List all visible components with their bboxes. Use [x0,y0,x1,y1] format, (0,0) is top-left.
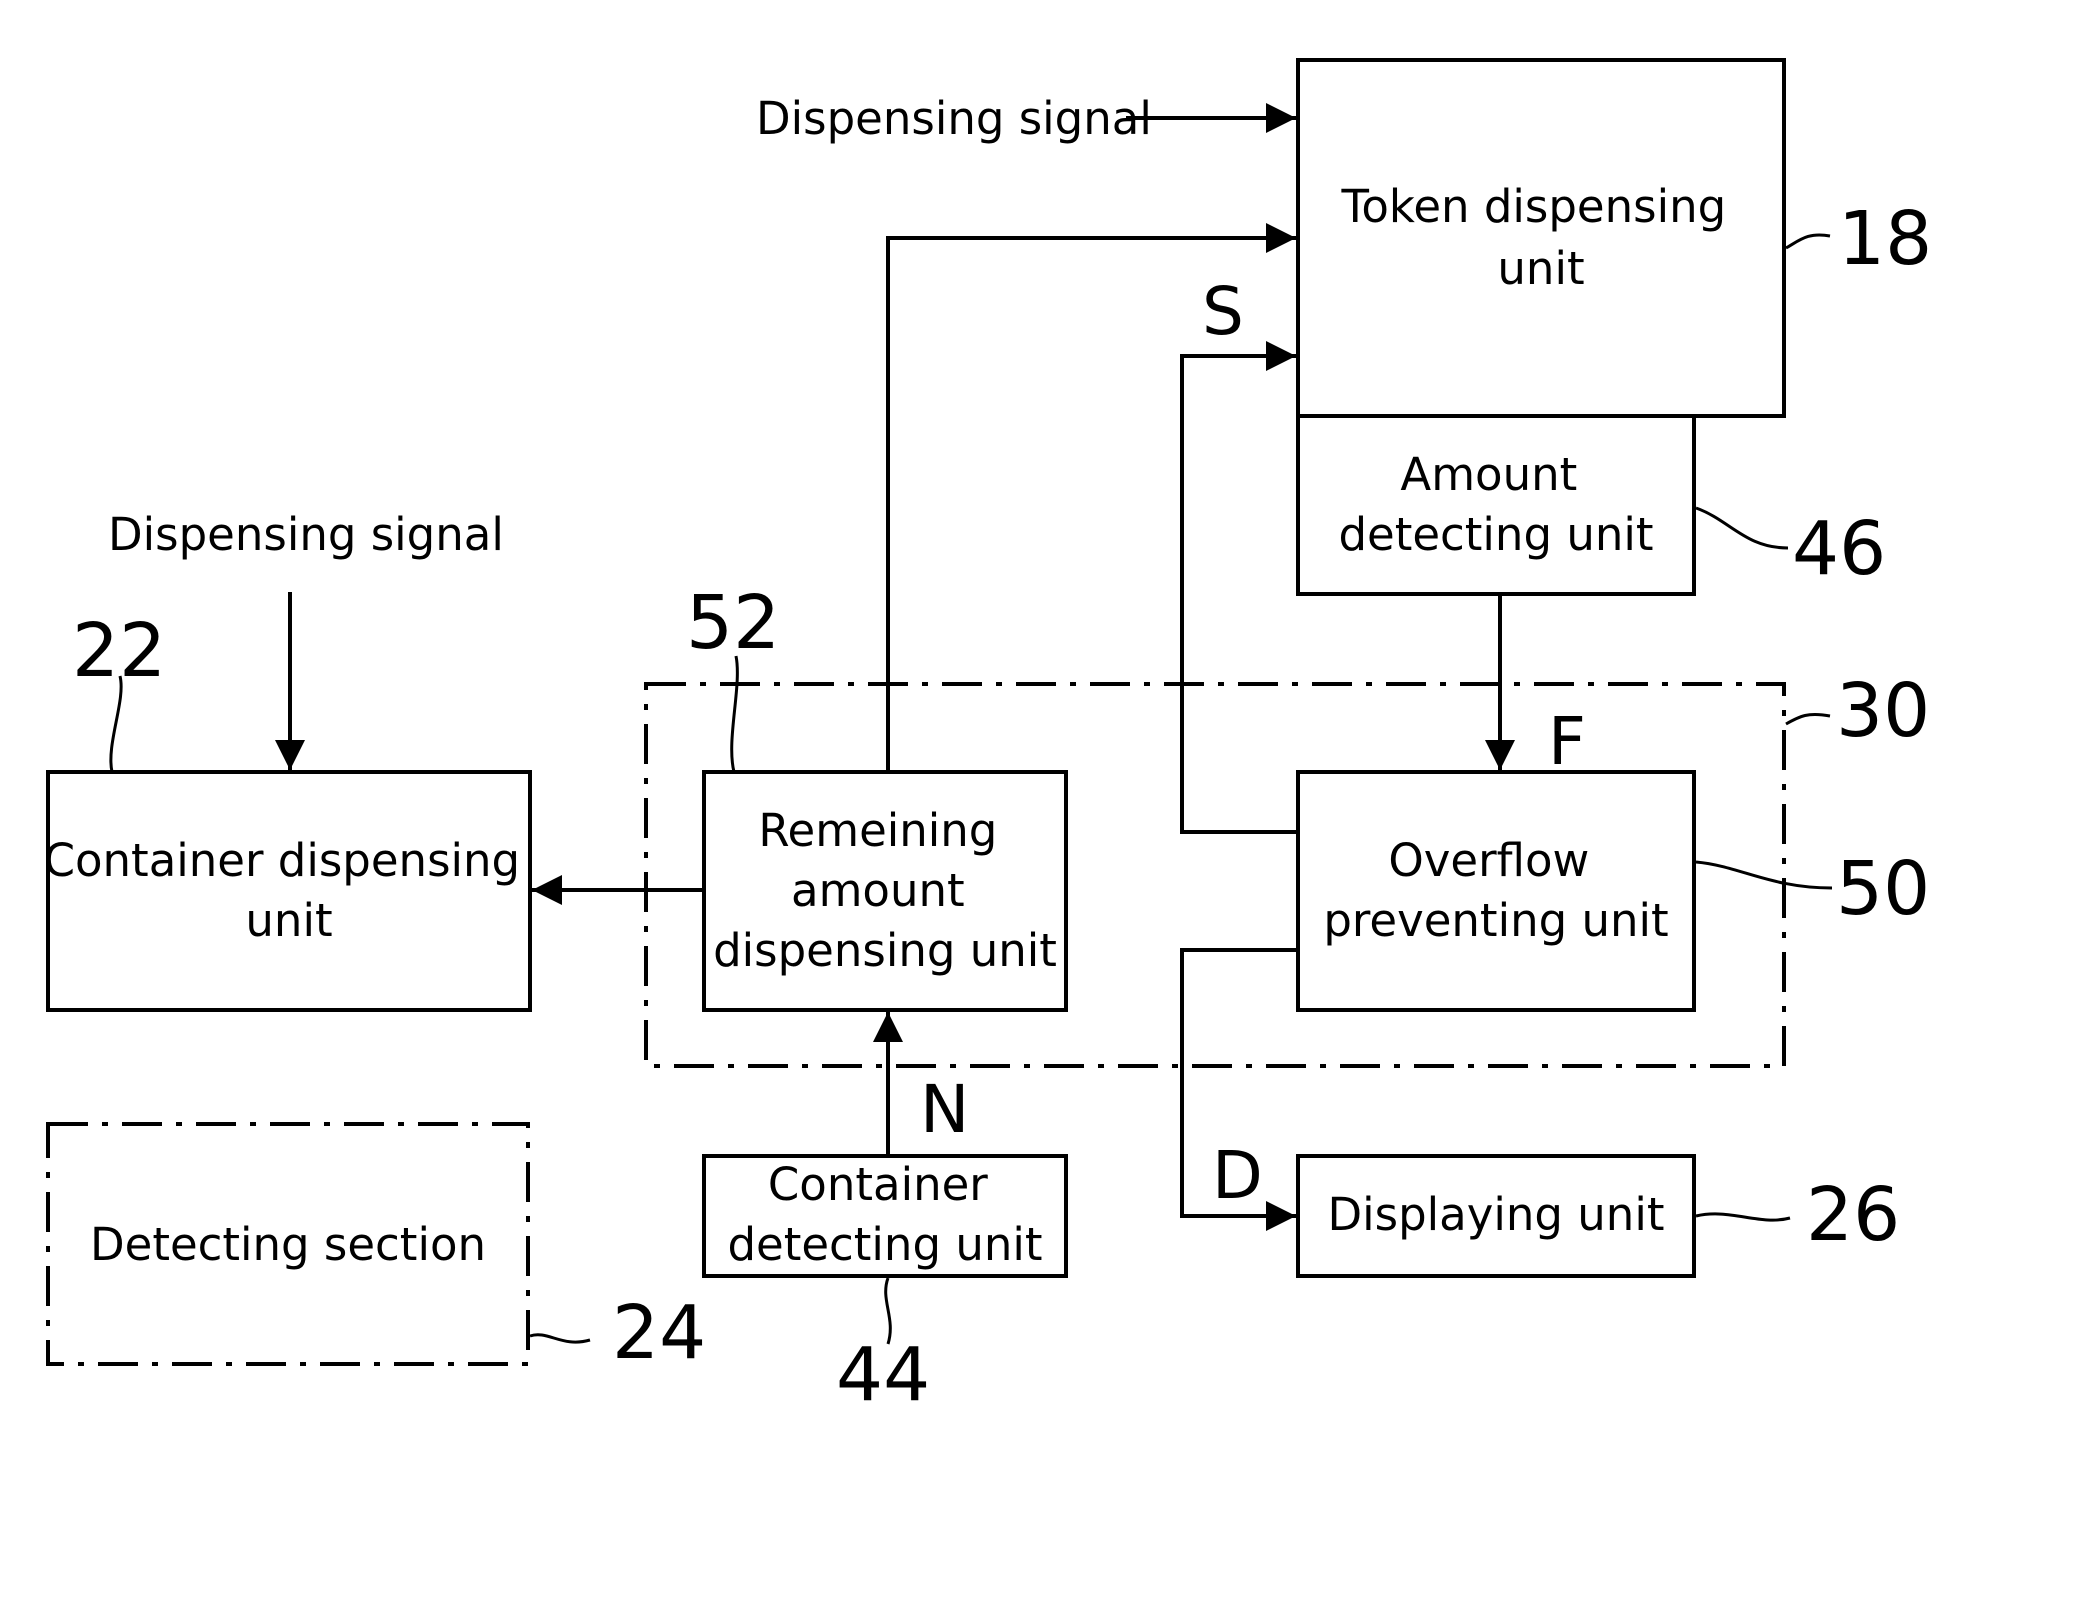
overflow-s-signal-arrow [1182,356,1298,832]
signal-letter-f: F [1548,703,1586,780]
token-dispensing-unit-box [1298,60,1784,416]
ref-number-26: 26 [1806,1172,1900,1258]
ref-number-44: 44 [836,1332,930,1418]
displaying-unit-label: Displaying unit [1328,1188,1665,1241]
top-dispensing-signal-label: Dispensing signal [756,92,1152,145]
detecting-section-label: Detecting section [90,1218,486,1271]
overflow-preventing-unit-box [1298,772,1694,1010]
left-dispensing-signal-label: Dispensing signal [108,508,504,561]
ref-number-46: 46 [1792,506,1886,592]
leader-30 [1786,714,1830,724]
leader-18 [1786,235,1830,248]
leader-26 [1696,1214,1790,1220]
ref-number-24: 24 [612,1290,706,1376]
container-dispensing-unit-box [48,772,530,1010]
ref-number-18: 18 [1838,196,1932,282]
ref-number-30: 30 [1836,668,1930,754]
leader-24 [530,1335,590,1342]
leader-52 [732,656,738,772]
leader-46 [1696,508,1788,548]
amount-detecting-unit-box [1298,416,1694,594]
signal-letter-s: S [1202,273,1244,350]
signal-letter-n: N [920,1071,969,1148]
ref-number-22: 22 [72,608,166,694]
signal-letter-d: D [1212,1137,1263,1214]
leader-50 [1696,862,1832,888]
ref-number-52: 52 [686,580,780,666]
ref-number-50: 50 [1836,846,1930,932]
